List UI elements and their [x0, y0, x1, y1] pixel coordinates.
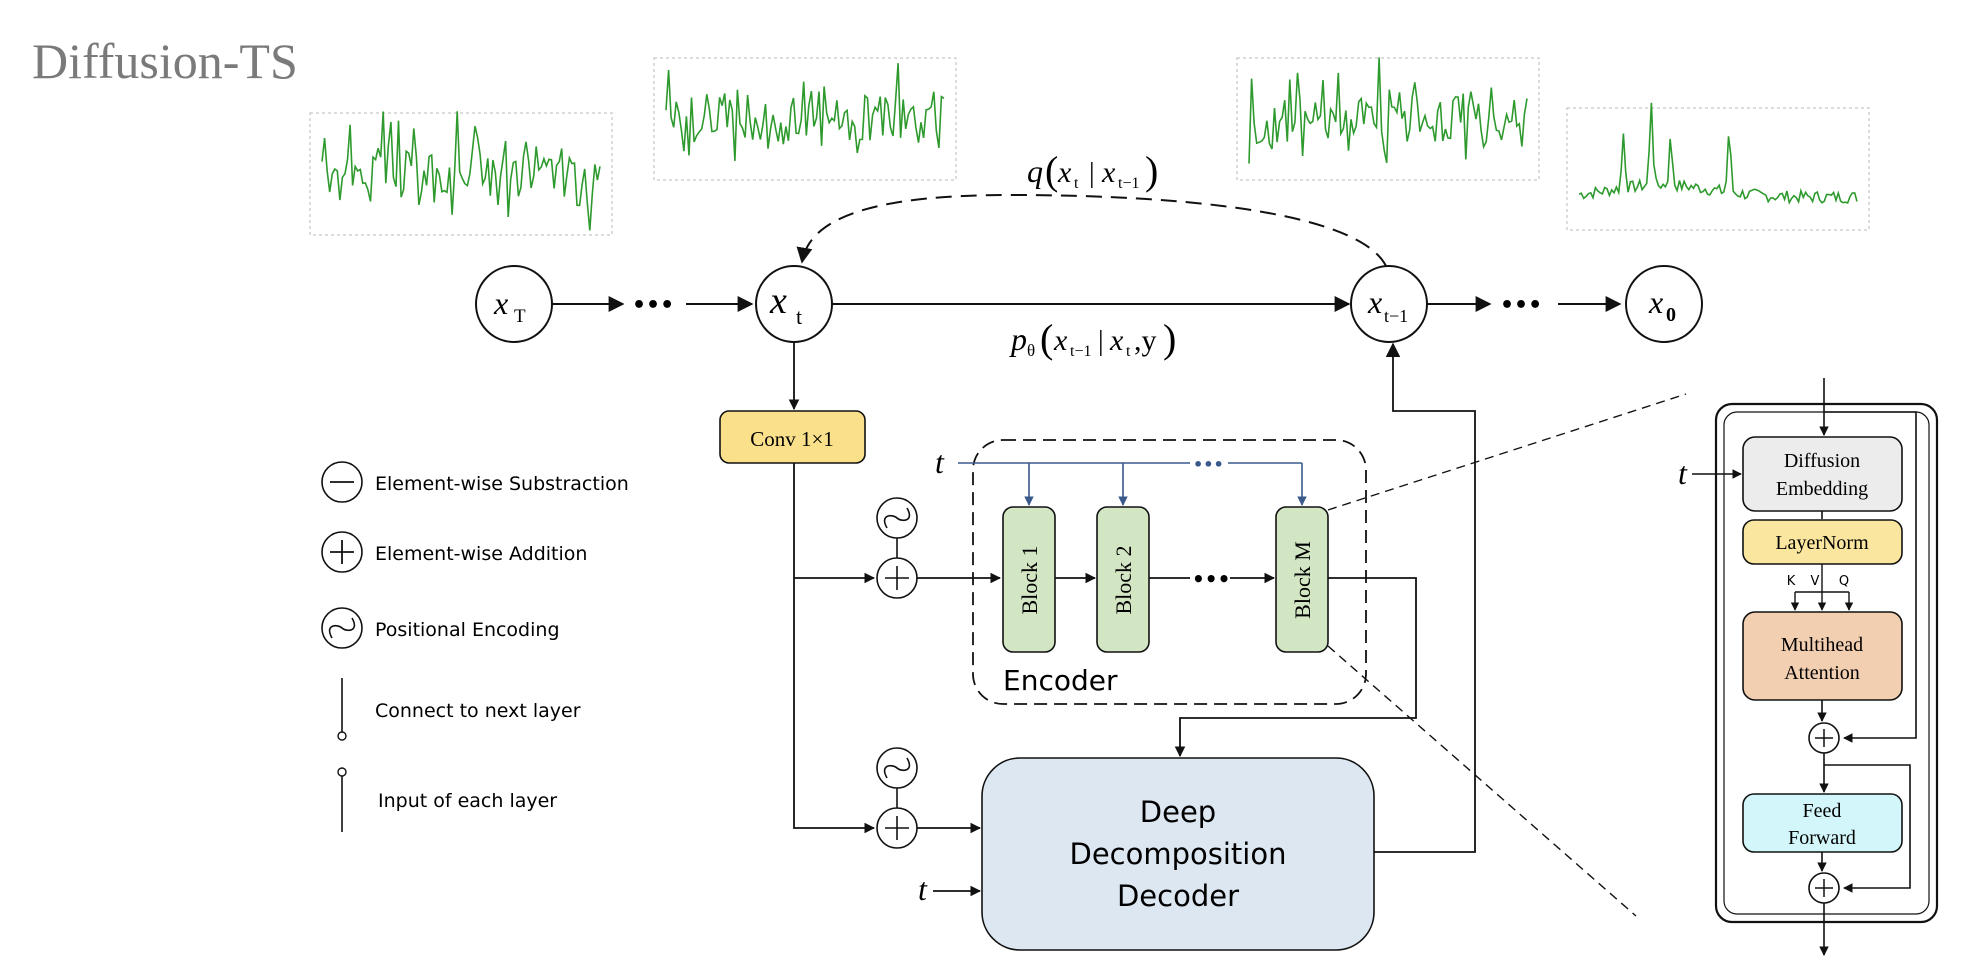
attention-line-2: Attention [1784, 662, 1860, 684]
encoder-block-m: Block M [1275, 506, 1329, 653]
node-label: x [769, 280, 787, 322]
encoder-block-ellipsis: ••• [1192, 567, 1230, 591]
feed-forward-box: Feed Forward [1742, 793, 1903, 853]
connect-next-layer-icon [337, 678, 347, 741]
node-label: x [493, 285, 508, 321]
legend: Element-wise Substraction Element-wise A… [321, 461, 629, 832]
legend-label: Connect to next layer [375, 700, 581, 722]
encoder-label: Encoder [1003, 664, 1118, 697]
multihead-attention-box: Multihead Attention [1742, 611, 1903, 701]
decoder-line-1: Deep [1140, 795, 1216, 829]
query-label: Q [1839, 574, 1849, 589]
x-symbol: x [1057, 156, 1072, 189]
decoder-add-node [876, 807, 918, 849]
conv-1x1-box: Conv 1×1 [719, 410, 866, 464]
diffusion-embedding-box: Diffusion Embedding [1742, 436, 1903, 512]
legend-label: Element-wise Addition [375, 543, 587, 565]
paren-close: ) [1145, 148, 1158, 193]
legend-label: Positional Encoding [375, 619, 560, 641]
decoder-t-symbol: t [918, 871, 928, 907]
feed-forward-line-2: Forward [1788, 827, 1856, 849]
positional-encoding-icon [321, 607, 363, 649]
node-subscript: T [514, 306, 526, 327]
decoder-line-3: Decoder [1117, 879, 1239, 913]
deep-decomposition-decoder: Deep Decomposition Decoder [981, 757, 1375, 951]
ellipsis-1: ••• [632, 293, 674, 318]
feed-forward-line-1: Feed [1803, 800, 1842, 822]
layernorm-box: LayerNorm [1742, 519, 1903, 565]
legend-item-connect-next-layer: Connect to next layer [337, 678, 581, 741]
given-bar: | [1098, 326, 1104, 357]
ellipsis-2: ••• [1500, 293, 1542, 318]
value-label: V [1811, 574, 1820, 589]
decoder-positional-encoding-icon [876, 747, 918, 808]
paren-open: ( [1045, 148, 1058, 193]
residual-add-node-2 [1808, 872, 1840, 904]
node-x-0: x 0 [1625, 265, 1703, 343]
encoder-positional-encoding-icon [876, 497, 918, 558]
diagram-title: Diffusion-TS [32, 33, 298, 89]
input-each-layer-icon [337, 767, 347, 832]
node-subscript: t−1 [1384, 306, 1408, 326]
forward-process-label: q ( x t | x t−1 ) [1027, 148, 1158, 193]
subscript-t-minus-1: t−1 [1070, 343, 1091, 360]
signal-plot-noisy-2 [653, 57, 957, 181]
residual-add-node-1 [1808, 722, 1840, 754]
node-x-t: x t [755, 265, 833, 343]
block-label: Block 2 [1111, 545, 1136, 614]
block-detail-panel: t Diffusion Embedding LayerNorm K V Q Mu… [1678, 378, 1939, 956]
encoder-block-1: Block 1 [1002, 506, 1056, 653]
node-x-T: x T [475, 265, 553, 343]
given-bar: | [1089, 158, 1095, 189]
legend-label: Input of each layer [378, 790, 557, 812]
plus-circle-icon [321, 531, 363, 573]
detail-t-symbol: t [1678, 455, 1688, 491]
embedding-line-1: Diffusion [1784, 450, 1860, 472]
decoder-line-2: Decomposition [1070, 837, 1287, 871]
layernorm-label: LayerNorm [1775, 532, 1869, 554]
minus-circle-icon [321, 461, 363, 503]
diffusion-chain: ••• ••• x T x t x t−1 x 0 q [475, 148, 1703, 361]
paren-close: ) [1163, 316, 1176, 361]
p-symbol: p [1009, 321, 1027, 357]
node-label: x [1367, 284, 1382, 320]
node-x-t-minus-1: x t−1 [1350, 265, 1428, 343]
subscript-t: t [1126, 343, 1131, 360]
legend-label: Element-wise Substraction [375, 473, 629, 495]
encoder: Encoder t ••• Block 1 Block 2 ••• Block … [935, 439, 1367, 705]
legend-item-addition: Element-wise Addition [321, 531, 587, 573]
encoder-add-node [876, 557, 918, 599]
embedding-line-2: Embedding [1776, 478, 1868, 500]
legend-item-subtraction: Element-wise Substraction [321, 461, 629, 503]
conv-label: Conv 1×1 [750, 427, 834, 451]
reverse-process-label: p θ ( x t−1 | x t ,y ) [1009, 316, 1176, 361]
encoder-t-ellipsis: ••• [1193, 455, 1224, 474]
x-symbol: x [1101, 156, 1116, 189]
paren-open: ( [1040, 316, 1053, 361]
legend-item-positional-encoding: Positional Encoding [321, 607, 560, 649]
x-symbol: x [1053, 324, 1068, 357]
attention-line-1: Multihead [1781, 634, 1863, 656]
block-label: Block 1 [1017, 545, 1042, 614]
legend-item-input-each-layer: Input of each layer [337, 767, 557, 832]
encoder-t-symbol: t [935, 444, 945, 480]
encoder-block-2: Block 2 [1096, 506, 1150, 653]
x-symbol: x [1109, 324, 1124, 357]
key-label: K [1787, 574, 1796, 589]
signal-plot-clean [1566, 102, 1870, 231]
condition-y: ,y [1134, 324, 1157, 357]
subscript-t: t [1074, 175, 1079, 192]
subscript-t-minus-1: t−1 [1118, 175, 1139, 192]
node-subscript: t [796, 304, 802, 329]
signal-plot-noisy-3 [1236, 57, 1540, 181]
signal-plot-noisy-1 [309, 111, 613, 236]
q-symbol: q [1027, 153, 1043, 189]
node-label: x [1648, 284, 1663, 320]
block-label: Block M [1290, 541, 1315, 619]
node-subscript: 0 [1666, 304, 1676, 326]
theta-subscript: θ [1027, 341, 1035, 360]
